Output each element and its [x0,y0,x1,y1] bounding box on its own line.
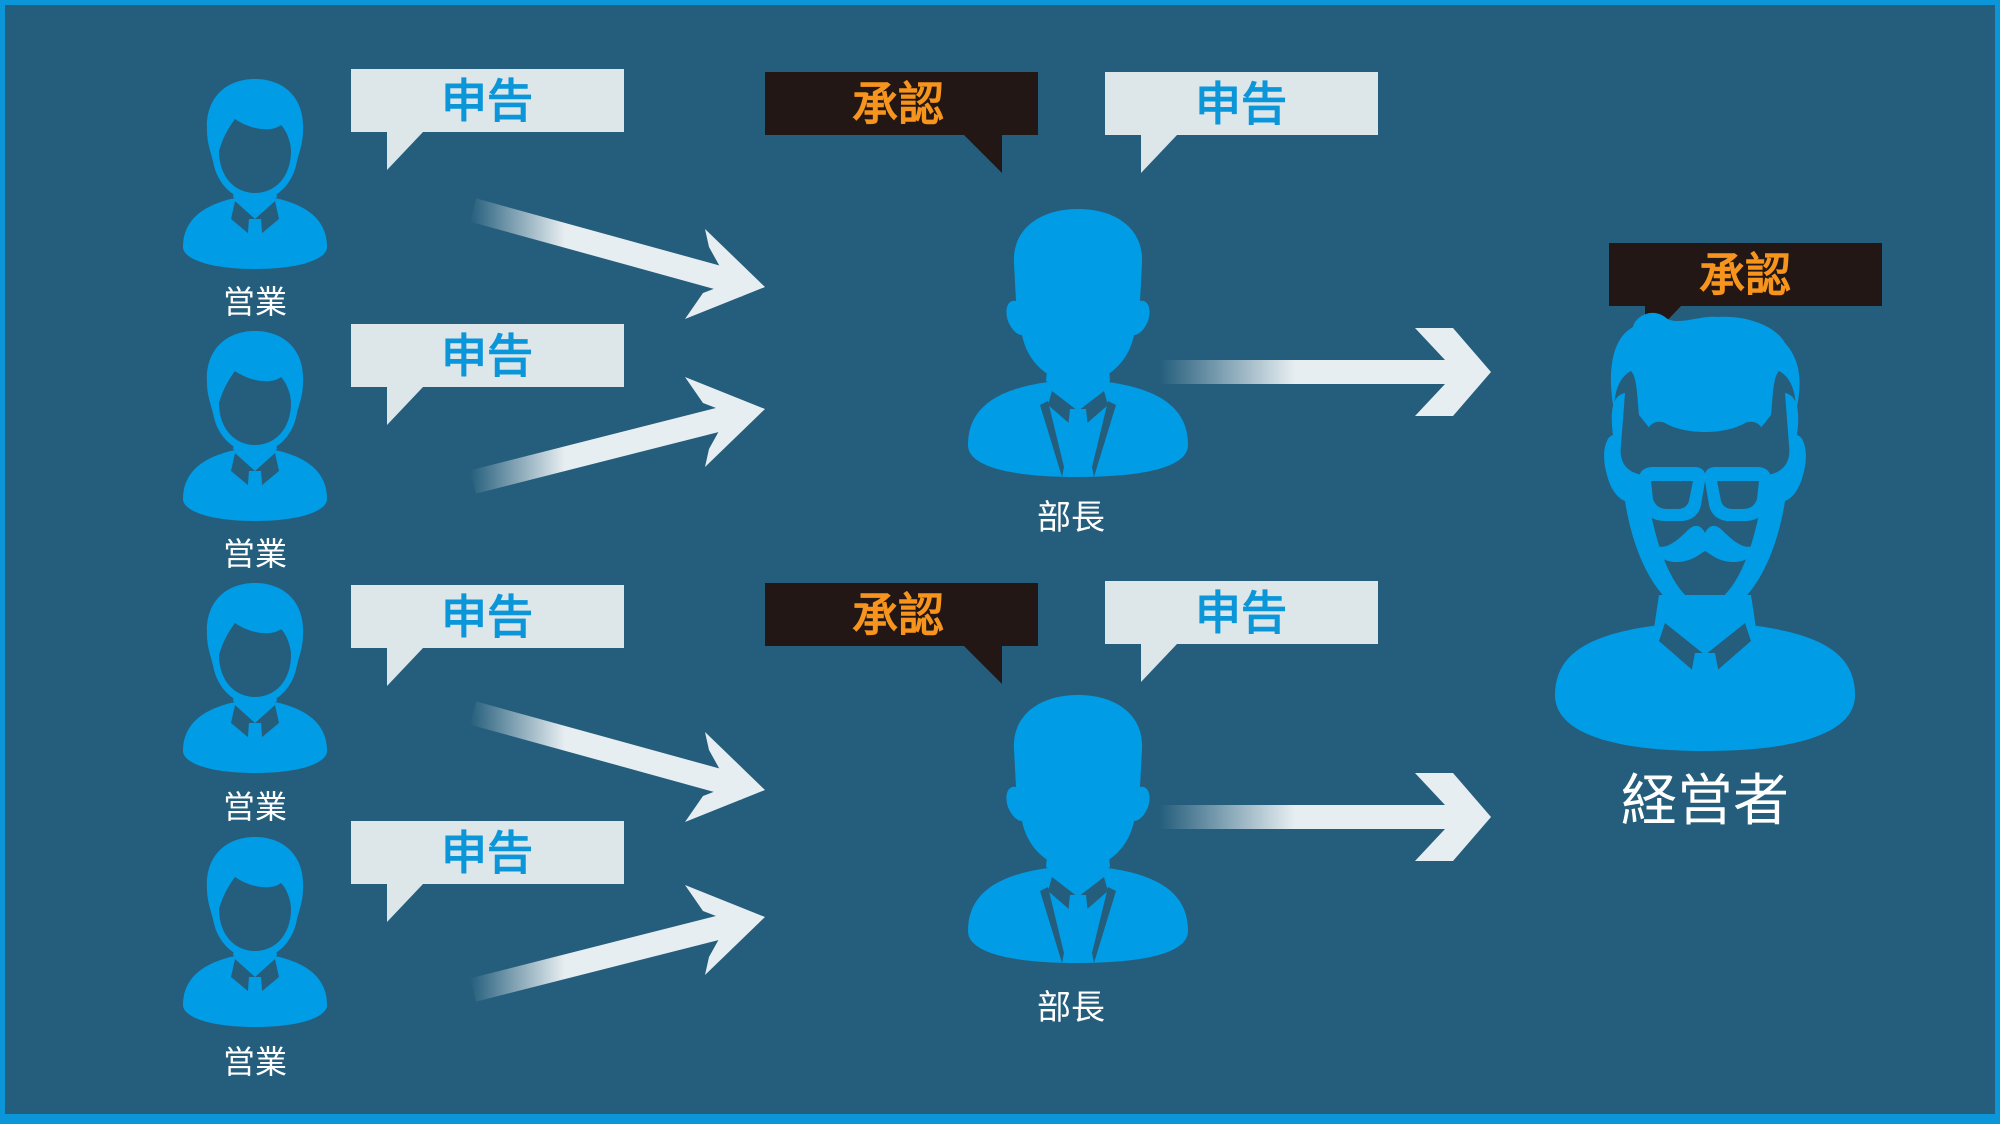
report-bubble-3: 申告 [351,585,624,686]
report-bubble-4: 申告 [351,821,624,922]
approve-bubble-manager-1-text: 承認 [852,77,944,131]
sales-person-3-icon [183,583,327,773]
sales-label-3: 営業 [223,788,287,826]
report-bubble-3-text: 申告 [441,590,533,644]
report-bubble-2-text: 申告 [441,329,533,383]
manager-label-2: 部長 [1037,988,1105,1028]
approve-bubble-executive: 承認 [1609,243,1882,344]
sales-person-2-icon [183,331,327,521]
diagram-canvas: 営業 営業 営業 営業 申告 申告 申告 申告 承認 申告 [183,69,1882,1081]
arrow-manager1-to-executive [1160,328,1491,416]
approve-bubble-executive-text: 承認 [1699,248,1791,302]
sales-label-1: 営業 [223,283,287,321]
approve-bubble-manager-2-text: 承認 [852,588,944,642]
arrow-sales1-to-manager1 [469,198,765,319]
sales-label-2: 営業 [223,535,287,573]
arrow-manager2-to-executive [1160,773,1491,861]
approve-bubble-manager-1: 承認 [765,72,1038,173]
report-bubble-1-text: 申告 [441,74,533,128]
arrow-sales4-to-manager2 [470,885,765,1002]
report-bubble-1: 申告 [351,69,624,170]
manager-label-1: 部長 [1037,498,1105,538]
sales-label-4: 営業 [223,1043,287,1081]
sales-person-1-icon [183,79,327,269]
report-bubble-manager-2-text: 申告 [1195,586,1287,640]
report-bubble-manager-2: 申告 [1105,581,1378,682]
arrow-sales3-to-manager2 [469,701,765,822]
executive-label: 経営者 [1621,769,1789,834]
approve-bubble-manager-2: 承認 [765,583,1038,684]
report-bubble-2: 申告 [351,324,624,425]
manager-2-icon [968,695,1188,963]
arrow-sales2-to-manager2 [470,377,765,494]
sales-person-4-icon [183,837,327,1027]
executive-icon [1555,312,1855,751]
report-bubble-manager-1: 申告 [1105,72,1378,173]
manager-1-icon [968,209,1188,477]
report-bubble-4-text: 申告 [441,826,533,880]
report-bubble-manager-1-text: 申告 [1195,77,1287,131]
